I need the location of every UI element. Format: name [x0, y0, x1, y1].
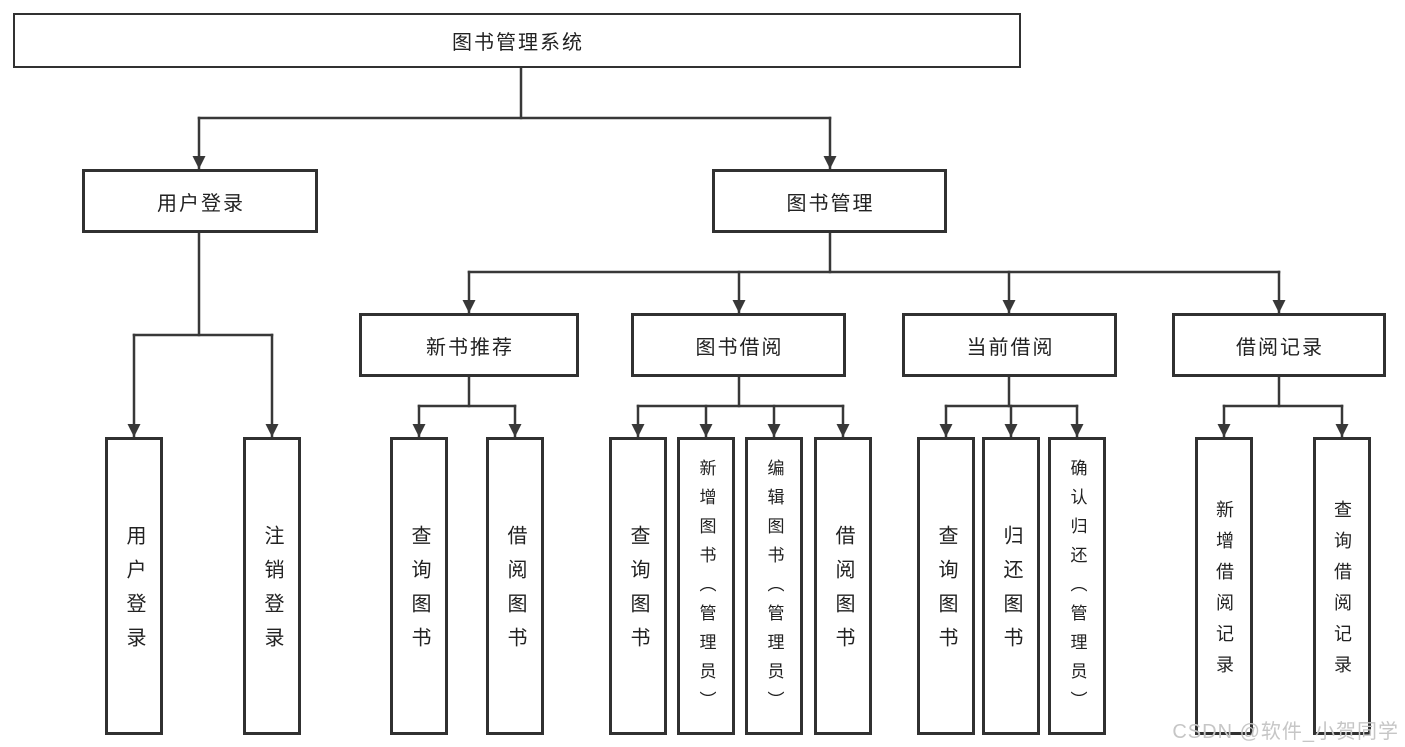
- node-user-login: 用户登录: [82, 169, 318, 233]
- connector-borrow-record: [1217, 375, 1349, 439]
- node-book-borrow: 图书借阅: [631, 313, 846, 377]
- leaf-add-borrow-record-label: 新增借阅记录: [1214, 499, 1234, 686]
- leaf-query-book-newbook: 查询图书: [390, 437, 448, 735]
- leaf-user-login: 用户登录: [105, 437, 163, 735]
- leaf-confirm-return-admin: 确认归还（管理员）: [1048, 437, 1106, 735]
- leaf-borrow-book-borrow: 借阅图书: [814, 437, 872, 735]
- leaf-logout: 注销登录: [243, 437, 301, 735]
- node-root: 图书管理系统: [13, 13, 1021, 68]
- leaf-query-book-current-label: 查询图书: [935, 525, 957, 661]
- connector-new-book: [412, 375, 522, 439]
- leaf-add-book-admin-label: 新增图书（管理员）: [696, 458, 716, 720]
- leaf-query-book-borrow: 查询图书: [609, 437, 667, 735]
- connector-book-borrow: [631, 375, 850, 439]
- leaf-add-book-admin: 新增图书（管理员）: [677, 437, 735, 735]
- leaf-add-borrow-record: 新增借阅记录: [1195, 437, 1253, 735]
- connector-root: [192, 66, 837, 171]
- leaf-borrow-book-newbook: 借阅图书: [486, 437, 544, 735]
- leaf-return-book-label: 归还图书: [1000, 525, 1022, 661]
- node-current-borrow: 当前借阅: [902, 313, 1117, 377]
- leaf-query-borrow-record: 查询借阅记录: [1313, 437, 1371, 735]
- leaf-confirm-return-admin-label: 确认归还（管理员）: [1067, 458, 1087, 720]
- leaf-query-book-borrow-label: 查询图书: [627, 525, 649, 661]
- leaf-query-borrow-record-label: 查询借阅记录: [1332, 499, 1352, 686]
- leaf-logout-label: 注销登录: [261, 525, 283, 661]
- node-new-book-recommend: 新书推荐: [359, 313, 579, 377]
- leaf-user-login-label: 用户登录: [123, 525, 145, 661]
- leaf-edit-book-admin-label: 编辑图书（管理员）: [764, 458, 784, 720]
- leaf-query-book-newbook-label: 查询图书: [408, 525, 430, 661]
- leaf-query-book-current: 查询图书: [917, 437, 975, 735]
- leaf-borrow-book-newbook-label: 借阅图书: [504, 525, 526, 661]
- watermark: CSDN @软件_小贺同学: [1172, 721, 1399, 743]
- connector-user-login: [127, 231, 279, 439]
- leaf-borrow-book-borrow-label: 借阅图书: [832, 525, 854, 661]
- leaf-edit-book-admin: 编辑图书（管理员）: [745, 437, 803, 735]
- connector-current-borrow: [939, 375, 1084, 439]
- node-borrow-record: 借阅记录: [1172, 313, 1386, 377]
- connector-book-management: [462, 231, 1286, 315]
- node-book-management: 图书管理: [712, 169, 947, 233]
- leaf-return-book: 归还图书: [982, 437, 1040, 735]
